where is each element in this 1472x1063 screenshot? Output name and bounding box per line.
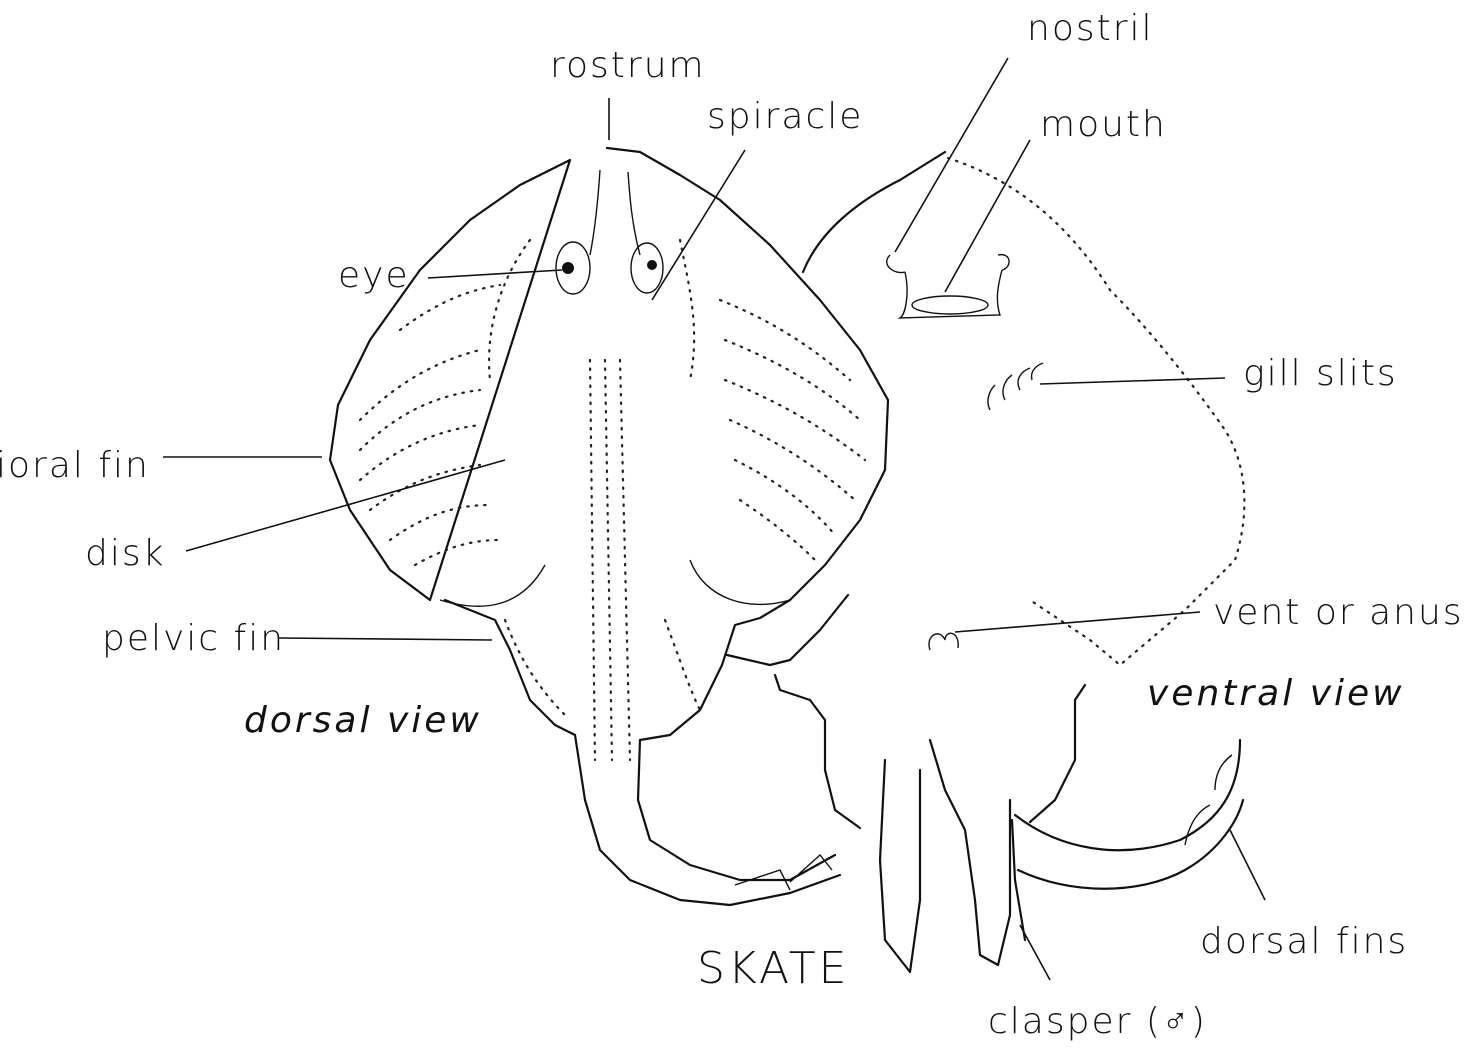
label-rostrum: rostrum — [550, 45, 706, 86]
eye-left-drawing — [556, 242, 590, 294]
ventral-view-drawing — [727, 152, 1244, 972]
ventral-gill-slits — [988, 363, 1043, 410]
label-mouth: mouth — [1040, 104, 1167, 145]
diagram-title: SKATE — [697, 943, 849, 994]
dorsal-tail — [575, 735, 840, 905]
leader-dorsal-fins — [1230, 830, 1265, 900]
leader-nostril — [895, 58, 1008, 252]
dorsal-view-drawing — [330, 148, 888, 905]
label-pelvic-fin: pelvic fin — [102, 618, 285, 659]
leader-eye — [428, 270, 562, 278]
label-eye: eye — [338, 255, 410, 296]
dorsal-midline — [590, 360, 630, 760]
ventral-body-lower — [727, 595, 1085, 828]
leader-disk — [186, 460, 505, 551]
ventral-tail — [1015, 740, 1243, 889]
label-vent: vent or anus — [1213, 592, 1464, 633]
eye-right-drawing — [631, 243, 663, 293]
label-gill-slits: gill slits — [1243, 353, 1398, 394]
ventral-mouth-drawing — [912, 296, 988, 314]
label-nostril: nostril — [1027, 8, 1154, 49]
dorsal-right-pelvic-inner — [690, 560, 790, 604]
label-dorsal-fins: dorsal fins — [1200, 921, 1408, 962]
label-spiracle: spiracle — [707, 96, 863, 137]
ventral-disk-outline — [803, 152, 945, 272]
label-disk: disk — [85, 533, 165, 574]
dorsal-tail-fins — [735, 855, 832, 890]
ventral-claspers — [880, 740, 1025, 972]
label-dorsal-view: dorsal view — [244, 700, 482, 741]
label-pectoral-fin: ioral fin — [0, 445, 150, 486]
leader-spiracle — [652, 150, 745, 300]
leader-mouth — [945, 140, 1030, 292]
dorsal-scapular-ridges — [489, 240, 694, 380]
ventral-disk-dotted — [948, 158, 1244, 665]
ventral-vent — [929, 633, 958, 650]
dorsal-right-pelvic-fin — [640, 600, 790, 740]
leader-clasper — [1020, 925, 1050, 980]
leader-gill-slits — [1040, 378, 1225, 384]
label-clasper: clasper (♂) — [988, 1001, 1207, 1042]
disk-stipple-left — [360, 285, 500, 565]
label-ventral-view: ventral view — [1147, 673, 1405, 714]
dorsal-left-pelvic-inner — [440, 565, 545, 606]
leader-pelvic-fin — [279, 638, 492, 640]
pelvic-stipple — [505, 620, 700, 715]
dorsal-disk-outline — [330, 148, 888, 600]
disk-stipple-right — [720, 300, 865, 560]
rostral-ridges — [590, 170, 640, 255]
